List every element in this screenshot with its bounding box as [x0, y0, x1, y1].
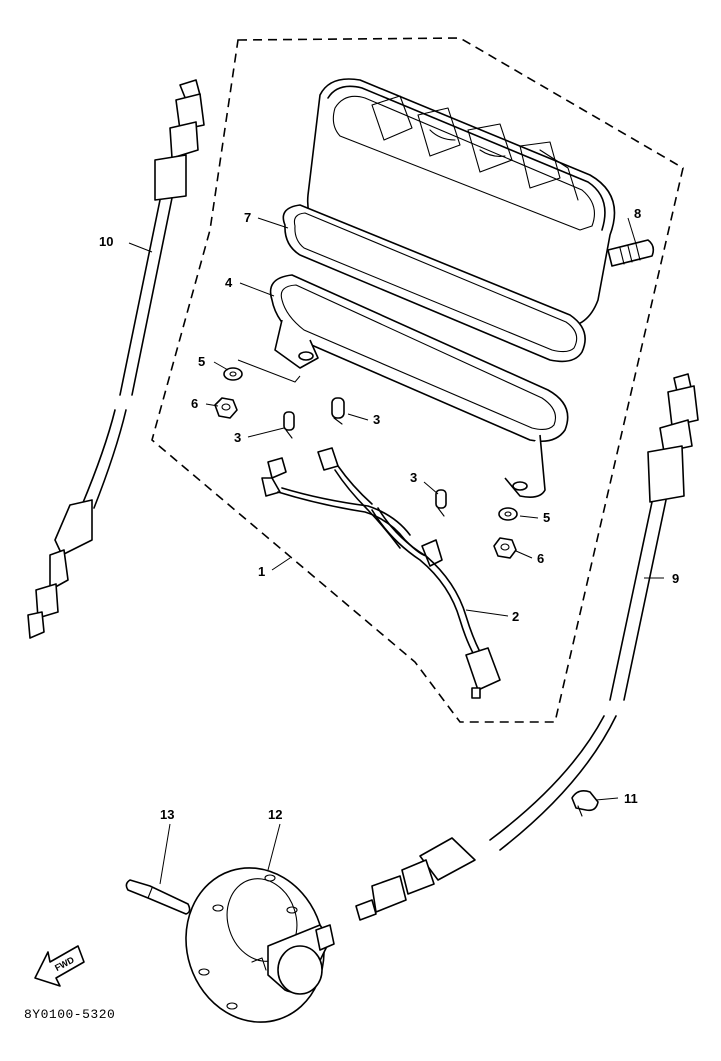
callout-11: 11 — [624, 791, 638, 806]
callout-12: 12 — [268, 807, 282, 822]
washer-left — [223, 367, 243, 381]
callout-6-left: 6 — [191, 396, 198, 411]
callout-1: 1 — [258, 564, 265, 579]
callout-3-right: 3 — [410, 470, 417, 485]
speedometer-cable — [27, 79, 205, 639]
callout-6-right: 6 — [537, 551, 544, 566]
fwd-arrow: FWD — [34, 945, 85, 987]
nut-left — [214, 397, 238, 419]
nut-right — [493, 537, 517, 559]
callout-3-center: 3 — [373, 412, 380, 427]
callout-7: 7 — [244, 210, 251, 225]
pin — [125, 879, 191, 915]
callout-10: 10 — [99, 234, 113, 249]
bracket — [269, 274, 569, 498]
callout-5-right: 5 — [543, 510, 550, 525]
callout-9: 9 — [672, 571, 679, 586]
bulb-left — [283, 411, 295, 439]
wiring-harness — [261, 447, 501, 699]
assembly-boundary — [151, 37, 684, 723]
callout-4: 4 — [225, 275, 233, 290]
diagram-code: 8Y0100-5320 — [24, 1007, 115, 1022]
bulb-center — [331, 397, 345, 425]
callouts: 10 7 4 5 6 3 3 3 5 6 1 2 8 9 11 13 12 — [99, 206, 679, 822]
bulb-right — [435, 489, 447, 517]
callout-13: 13 — [160, 807, 174, 822]
callout-5-left: 5 — [198, 354, 205, 369]
cable-clamp — [571, 790, 599, 817]
callout-2: 2 — [512, 609, 519, 624]
callout-3-left: 3 — [234, 430, 241, 445]
indicator-knob — [607, 239, 655, 267]
tachometer-cable — [355, 373, 699, 921]
gasket — [282, 204, 586, 363]
washer-right — [498, 507, 518, 521]
callout-8: 8 — [634, 206, 641, 221]
leader-lines — [128, 217, 664, 885]
gear-unit — [185, 867, 335, 1023]
